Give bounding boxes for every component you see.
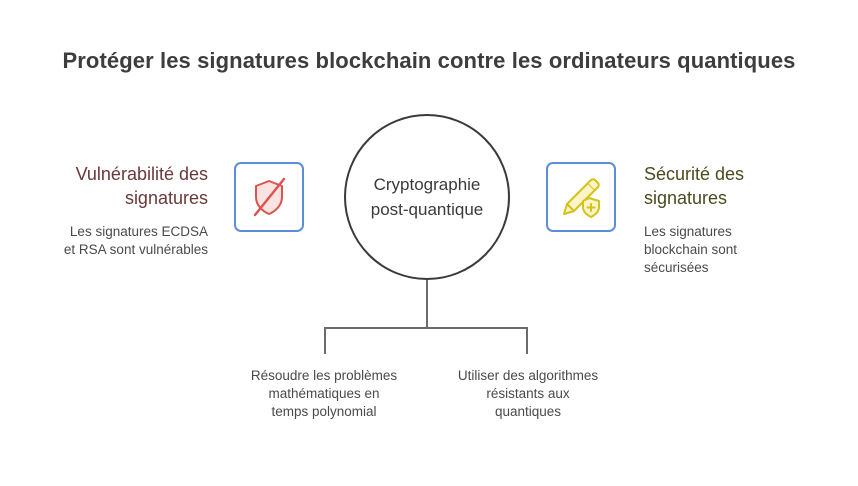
center-label-line2: post-quantique — [370, 200, 484, 219]
branch-algorithms-line2: résistants aux — [486, 386, 570, 401]
vulnerability-heading-line2: signatures — [124, 188, 208, 208]
security-description: Les signatures blockchain sont sécurisée… — [644, 223, 784, 277]
vulnerability-desc-line1: Les signatures ECDSA — [69, 224, 208, 239]
branch-algorithms-line3: quantiques — [494, 404, 562, 419]
security-icon-box — [546, 162, 616, 232]
branch-solve-problems: Résoudre les problèmes mathématiques en … — [234, 367, 414, 421]
branch-solve-line3: temps polynomial — [271, 404, 377, 419]
center-node: Cryptographie post-quantique — [344, 114, 510, 280]
security-desc-line1: Les signatures — [644, 224, 732, 239]
vulnerability-heading-line1: Vulnérabilité des — [75, 164, 208, 184]
security-heading-line1: Sécurité des — [644, 164, 745, 184]
security-desc-line2: blockchain sont — [644, 242, 738, 257]
branch-solve-line2: mathématiques en — [268, 386, 380, 401]
center-label-line1: Cryptographie — [373, 175, 481, 194]
branch-use-algorithms: Utiliser des algorithmes résistants aux … — [438, 367, 618, 421]
diagram-title: Protéger les signatures blockchain contr… — [62, 48, 796, 73]
shield-off-icon — [253, 177, 286, 217]
vulnerability-icon-box — [234, 162, 304, 232]
security-desc-line3: sécurisées — [644, 260, 709, 275]
branch-algorithms-line1: Utiliser des algorithmes — [457, 368, 599, 383]
vulnerability-desc-line2: et RSA sont vulnérables — [63, 242, 208, 257]
vulnerability-heading: Vulnérabilité des signatures — [30, 162, 208, 210]
center-label: Cryptographie post-quantique — [357, 172, 497, 222]
security-heading-line2: signatures — [644, 188, 728, 208]
pen-shield-icon — [563, 178, 600, 218]
branch-solve-line1: Résoudre les problèmes — [250, 368, 398, 383]
vulnerability-description: Les signatures ECDSA et RSA sont vulnéra… — [30, 223, 208, 259]
security-heading: Sécurité des signatures — [644, 162, 834, 210]
